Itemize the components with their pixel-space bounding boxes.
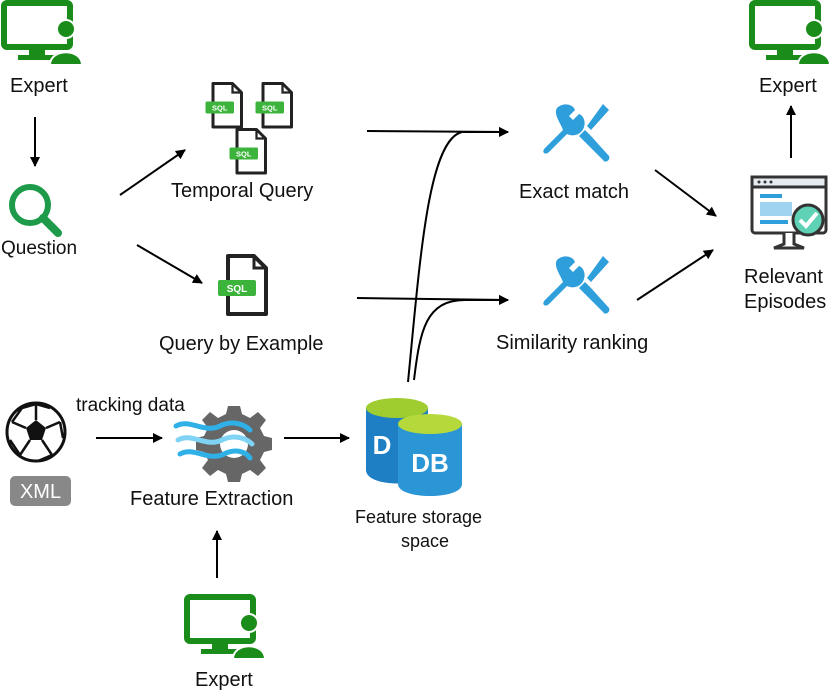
feature-storage-label-line2: space (401, 531, 450, 551)
arrow-question-to-temporal (119, 149, 186, 196)
expert-monitor-icon-top-right (752, 3, 830, 65)
feature-storage-label-line1: Feature storage (355, 507, 483, 527)
temporal-sql-files-icon (204, 82, 293, 175)
svg-text:D: D (373, 430, 392, 460)
arrow-db-to-exact (407, 127, 509, 383)
database-icon: D DB (366, 398, 462, 496)
feature-extraction-label: Feature Extraction (130, 488, 294, 510)
soccer-ball-icon (5, 401, 67, 463)
qbe-sql-file-icon (216, 254, 268, 316)
xml-file-badge: XML (10, 476, 71, 506)
arrow-db-to-similarity (413, 295, 509, 381)
question-label: Question (1, 238, 78, 259)
expert-monitor-icon-bottom (187, 597, 265, 659)
episodes-monitor-check-icon (750, 175, 828, 250)
tracking-data-label: tracking data (76, 395, 185, 416)
temporal-query-label: Temporal Query (171, 180, 314, 202)
arrow-question-to-qbe (136, 244, 203, 284)
search-icon (9, 184, 62, 237)
exact-match-tools-icon (543, 104, 610, 162)
expert-label-bottom: Expert (195, 669, 253, 691)
svg-text:DB: DB (411, 448, 449, 478)
arrow-similarity-to-episodes (636, 249, 714, 301)
exact-match-label: Exact match (519, 181, 630, 203)
relevant-episodes-label-line1: Relevant (744, 266, 823, 288)
similarity-ranking-label: Similarity ranking (496, 332, 649, 354)
expert-label-top-right: Expert (759, 75, 817, 97)
expert-label-top-left: Expert (10, 75, 68, 97)
relevant-episodes-label-line2: Episodes (744, 291, 827, 313)
similarity-tools-icon (543, 256, 610, 314)
svg-text:XML: XML (20, 481, 61, 503)
query-by-example-label: Query by Example (159, 333, 324, 355)
expert-monitor-icon-top-left (4, 3, 82, 65)
arrow-exact-to-episodes (654, 169, 717, 217)
feature-extraction-gear-icon (173, 406, 272, 482)
connector-arrows (30, 105, 796, 578)
